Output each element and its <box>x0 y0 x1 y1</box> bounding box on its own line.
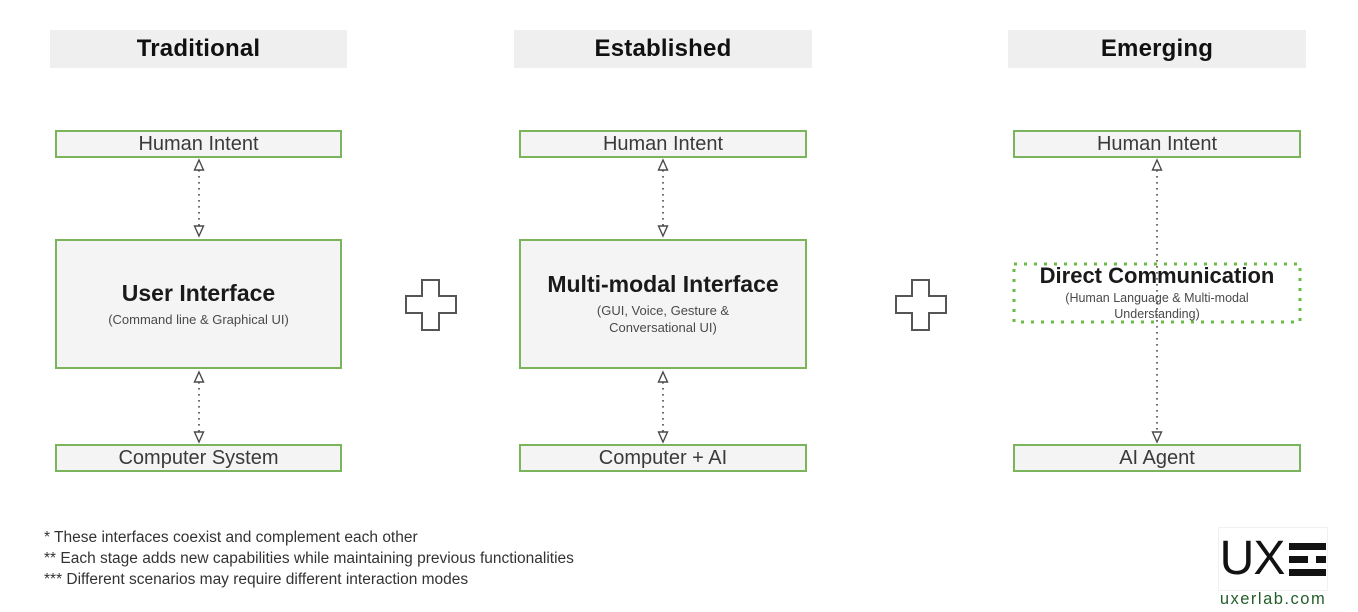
double-arrow-icon <box>192 158 205 238</box>
footnote-1: * These interfaces coexist and complemen… <box>44 529 418 546</box>
footnote-2: ** Each stage adds new capabilities whil… <box>44 550 574 567</box>
human-intent-box: Human Intent <box>1013 130 1301 158</box>
double-arrow-icon <box>192 370 205 444</box>
computer-ai-box: Computer + AI <box>519 444 807 472</box>
human-intent-box: Human Intent <box>55 130 342 158</box>
plus-icon <box>895 279 947 331</box>
user-interface-box: User Interface (Command line & Graphical… <box>55 239 342 369</box>
uxe-logo: UX <box>1218 527 1328 591</box>
box-subtitle: (Human Language & Multi-modal Understand… <box>1065 290 1249 322</box>
ai-agent-box: AI Agent <box>1013 444 1301 472</box>
column-header-emerging: Emerging <box>1008 30 1306 68</box>
column-emerging: Emerging Human Intent Direct Communicati… <box>1008 0 1306 612</box>
plus-icon <box>405 279 457 331</box>
website-link[interactable]: uxerlab.com <box>1219 590 1327 608</box>
column-established: Established Human Intent Multi-modal Int… <box>514 0 812 612</box>
column-header-traditional: Traditional <box>50 30 347 68</box>
box-subtitle: (Command line & Graphical UI) <box>108 311 289 327</box>
footnote-3: *** Different scenarios may require diff… <box>44 571 469 588</box>
dotted-border <box>1012 262 1302 324</box>
box-subtitle: (GUI, Voice, Gesture & Conversational UI… <box>596 302 730 336</box>
column-traditional: Traditional Human Intent User Interface … <box>50 0 347 612</box>
multi-modal-interface-box: Multi-modal Interface (GUI, Voice, Gestu… <box>519 239 807 369</box>
box-title: Multi-modal Interface <box>547 271 779 298</box>
footnotes: * These interfaces coexist and complemen… <box>44 527 574 590</box>
logo-text: UX <box>1219 532 1286 585</box>
logo-e-bars-icon <box>1289 542 1327 576</box>
computer-system-box: Computer System <box>55 444 342 472</box>
box-title: User Interface <box>121 279 276 306</box>
box-title: Direct Communication <box>1039 262 1275 288</box>
double-arrow-icon <box>1151 158 1163 444</box>
double-arrow-icon <box>657 158 669 238</box>
column-header-established: Established <box>514 30 812 68</box>
human-intent-box: Human Intent <box>519 130 807 158</box>
double-arrow-icon <box>657 370 669 444</box>
direct-communication-box: Direct Communication (Human Language & M… <box>1012 262 1302 324</box>
